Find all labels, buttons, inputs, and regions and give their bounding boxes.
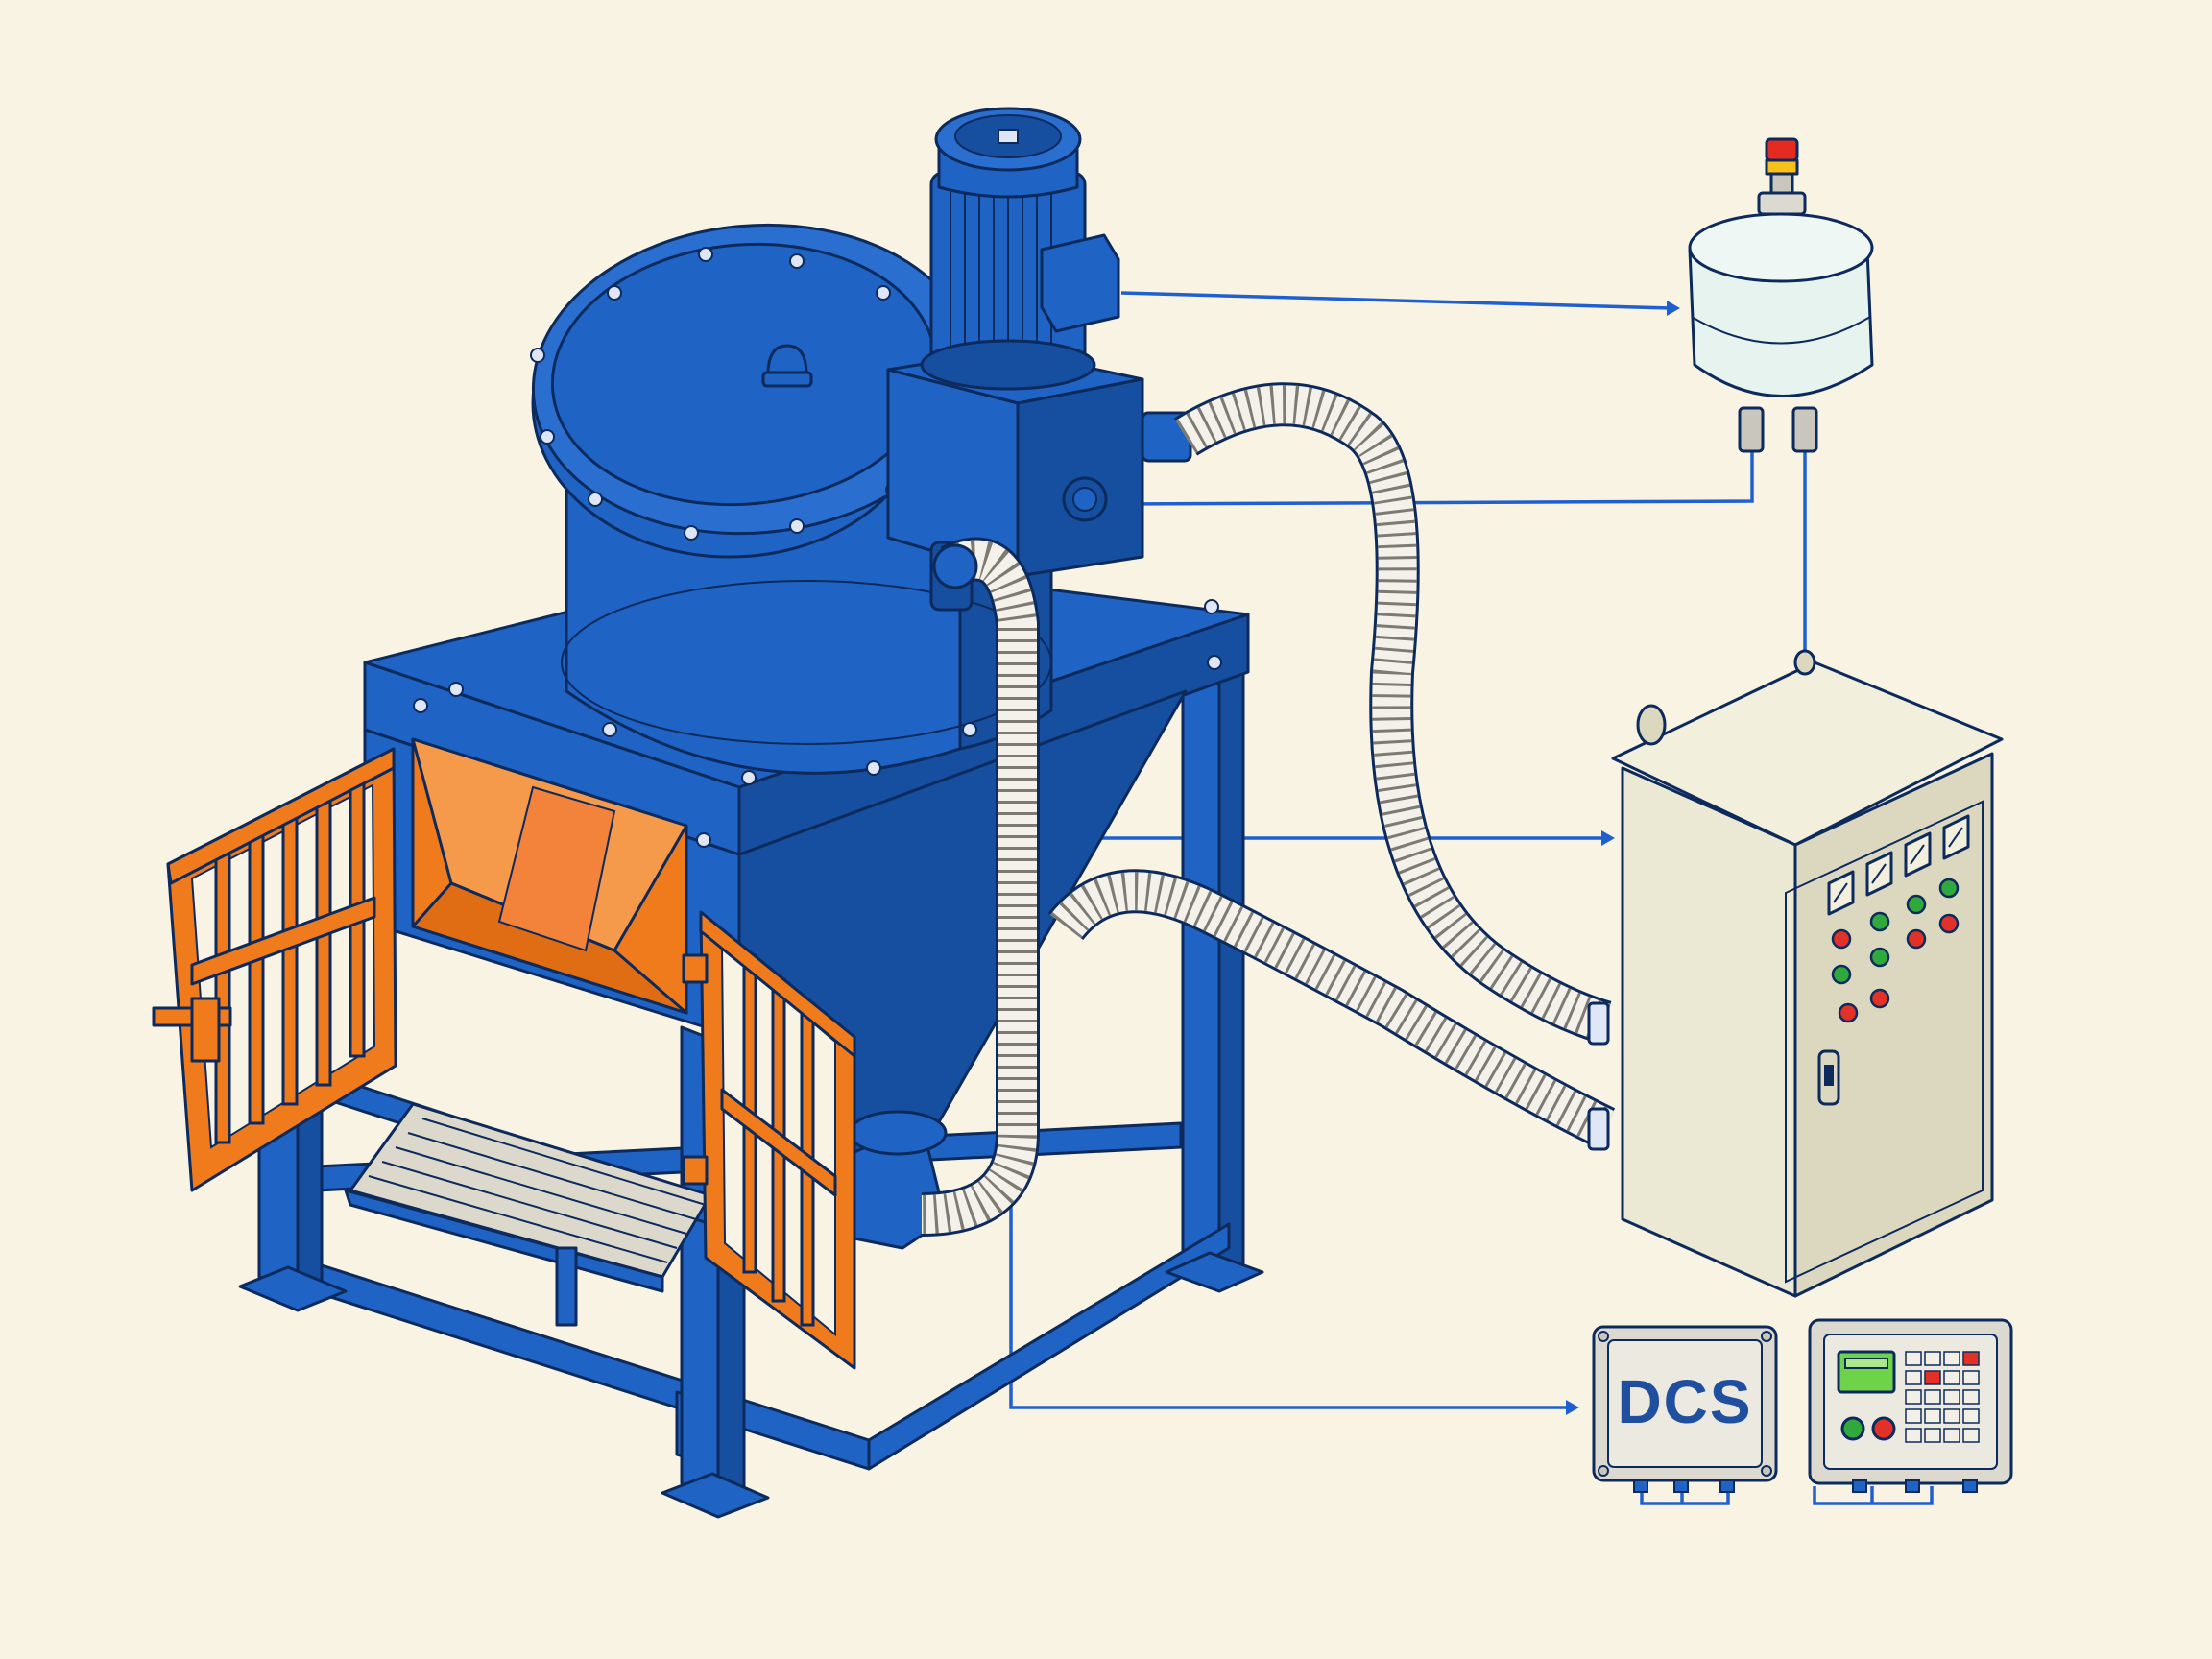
- flexible-hoses: [921, 382, 1616, 1237]
- hmi-controller: [1808, 1318, 2013, 1493]
- left-door: [152, 747, 397, 1192]
- hmi-keypad: [1905, 1351, 1980, 1443]
- lifting-eye-icon: [766, 344, 808, 376]
- wire-arrow-dcs: [1566, 1400, 1579, 1415]
- wire-gearbox-to-tank: [1118, 449, 1754, 506]
- dcs-label: DCS: [1617, 1367, 1752, 1436]
- access-doors: [152, 747, 856, 1370]
- wire-arrow-cabinet: [1601, 830, 1615, 846]
- panel-meters: [1827, 814, 1970, 916]
- control-cabinet: [1611, 649, 2004, 1298]
- roller-conveyor: [344, 1102, 712, 1327]
- dcs-module: DCS: [1592, 1325, 1778, 1493]
- receiver-vessel: [1688, 137, 1874, 453]
- drive-unit: [886, 107, 1192, 612]
- right-door: [682, 910, 856, 1370]
- wire-dcs-to-hmi: [1640, 1486, 1934, 1505]
- wire-arrow-tank: [1667, 301, 1680, 316]
- wire-motor-to-tank: [1120, 291, 1671, 310]
- indicator-lamps: [1831, 878, 1960, 1023]
